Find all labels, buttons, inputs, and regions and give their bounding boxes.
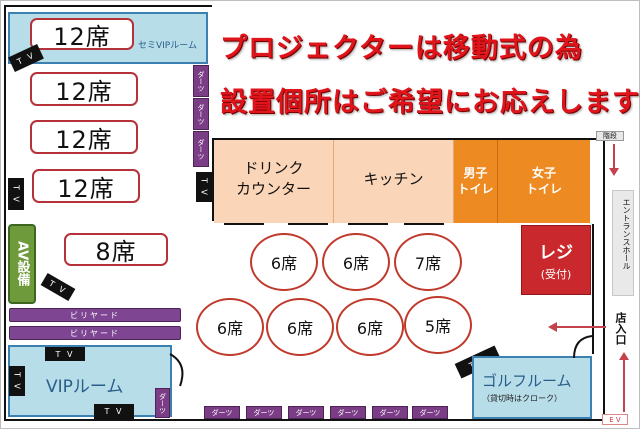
table-oval-r2-a: 6席 (196, 298, 264, 356)
arrow-up-shaft (623, 358, 625, 412)
wall-left (4, 5, 6, 421)
golf-room-label: ゴルフルーム (482, 372, 572, 390)
entrance-hall (612, 190, 634, 296)
drink-counter: ドリンク カウンター (214, 140, 334, 223)
register: レジ (受付) (521, 225, 591, 295)
wall-inner-right (592, 224, 594, 354)
golf-room (472, 356, 592, 419)
table-oval-r1-b: 6席 (322, 233, 390, 291)
wall-bottom (4, 419, 605, 421)
darts-vip: ダーツ (155, 388, 170, 418)
wall-top (4, 5, 212, 7)
seat-block-8: 8席 (64, 233, 168, 266)
mens-toilet-label: 男子 トイレ (457, 165, 494, 196)
entrance-hall-label: エントランスホール (622, 198, 631, 270)
tv-left-wall: T V (8, 178, 24, 210)
tv-vip-left: T V (9, 366, 25, 396)
seat-block-row4: 12席 (32, 169, 140, 203)
tv-vip-bottom: T V (94, 404, 134, 419)
darts-bottom-6: ダーツ (412, 406, 448, 419)
arrow-left-icon (548, 322, 557, 332)
darts-bottom-4: ダーツ (330, 406, 366, 419)
table-oval-r1-a: 6席 (250, 233, 318, 291)
tv-vip-top: T V (45, 347, 85, 361)
door-arc-entrance (573, 335, 593, 359)
arrow-down-shaft (613, 144, 615, 170)
register-note: (受付) (540, 268, 572, 281)
womens-toilet-label: 女子 トイレ (525, 165, 562, 196)
darts-bottom-1: ダーツ (204, 406, 240, 419)
kitchen: キッチン (334, 140, 454, 223)
headline-line-2: 設置個所はご希望にお応えします♪ (220, 87, 640, 118)
darts-bottom-5: ダーツ (372, 406, 408, 419)
wall-kitchen-left (212, 138, 214, 221)
vip-room (8, 345, 172, 417)
seat-block-row3: 12席 (30, 120, 138, 154)
darts-3: ダーツ (193, 131, 209, 167)
av-equipment: AV設備 (8, 224, 36, 304)
table-oval-r2-d: 5席 (404, 296, 472, 354)
seat-block-row2: 12席 (30, 72, 138, 106)
darts-2: ダーツ (193, 98, 209, 130)
arrow-up-icon (619, 352, 629, 360)
darts-bottom-2: ダーツ (246, 406, 282, 419)
kitchen-label: キッチン (363, 170, 424, 188)
vip-room-label: VIPルーム (46, 377, 124, 397)
arrow-left-shaft (556, 326, 606, 328)
billiards-table-2: ビリヤード (9, 326, 181, 340)
table-oval-r2-c: 6席 (336, 298, 404, 356)
headline-line-1: プロジェクターは移動式の為 (220, 33, 583, 64)
mens-toilet: 男子 トイレ (454, 140, 498, 223)
stairs-label: 階段 (596, 131, 624, 141)
seat-block-top: 12席 (30, 18, 134, 51)
table-oval-r1-c: 7席 (394, 233, 462, 291)
drink-counter-label: ドリンク カウンター (235, 159, 311, 198)
wall-right (603, 138, 605, 421)
tv-kitchen-left: T V (196, 172, 212, 202)
darts-1: ダーツ (193, 65, 209, 97)
register-label: レジ (539, 243, 573, 263)
door-arc-vip (169, 353, 184, 387)
darts-bottom-3: ダーツ (288, 406, 324, 419)
arrow-down-icon (609, 168, 619, 176)
semi-vip-label: セミVIPルーム (138, 41, 197, 51)
table-oval-r2-b: 6席 (266, 298, 334, 356)
elevator-label: E V (602, 414, 628, 425)
store-entrance-label: 店入口 (614, 312, 627, 345)
wall-kitchen-top (212, 138, 604, 140)
womens-toilet: 女子 トイレ (498, 140, 590, 223)
golf-room-note: （貸切時はクローク） (482, 394, 562, 403)
billiards-table-1: ビリヤード (9, 308, 181, 322)
